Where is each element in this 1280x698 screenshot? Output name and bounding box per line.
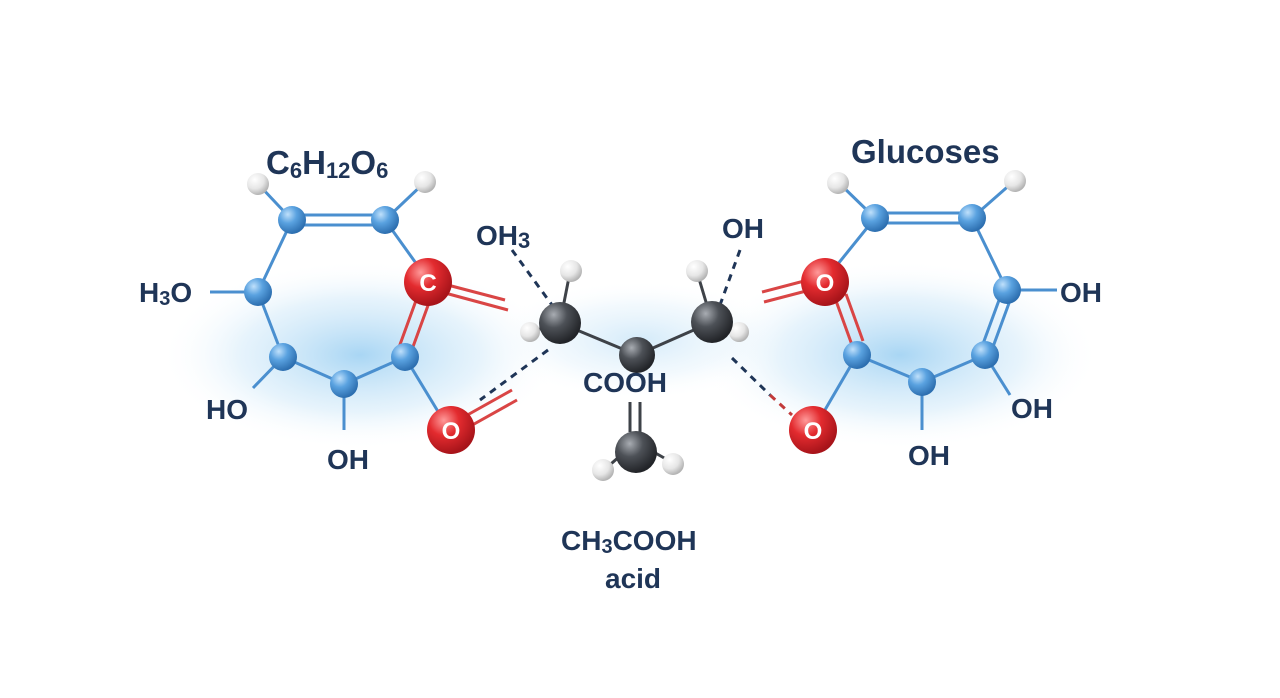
carbon-atom — [861, 204, 889, 232]
carbon-atom — [269, 343, 297, 371]
oh-right-2-label: OH — [1011, 393, 1053, 424]
center-carbons — [539, 301, 733, 473]
oh-right-3-label: OH — [908, 440, 950, 471]
carbon-atom — [371, 206, 399, 234]
hydrogen-atom — [592, 459, 614, 481]
carbon-atom — [330, 370, 358, 398]
hydrogen-atom — [520, 322, 540, 342]
acid-formula-label: CH3COOH — [561, 525, 697, 558]
carbon-atom — [993, 276, 1021, 304]
oh-right-1-label: OH — [1060, 277, 1102, 308]
carbon-atom-dark — [691, 301, 733, 343]
hydrogen-atom — [662, 453, 684, 475]
carbon-atom-dark — [619, 337, 655, 373]
hydrogen-atom — [1004, 170, 1026, 192]
carbon-atom-dark — [615, 431, 657, 473]
hydrogen-atom — [247, 173, 269, 195]
oxygen-atom — [801, 258, 849, 306]
carbon-atom — [244, 278, 272, 306]
carbon-atom — [971, 341, 999, 369]
hydrogen-atom — [414, 171, 436, 193]
oxygen-atom — [789, 406, 837, 454]
atom-label-o: O — [804, 418, 823, 445]
left-ring-carbons — [244, 206, 419, 398]
acid-word-label: acid — [605, 563, 661, 594]
oh-top-center-label: OH — [722, 213, 764, 244]
carbon-atom — [843, 341, 871, 369]
ho-left-label: HO — [206, 394, 248, 425]
glucoses-title: Glucoses — [851, 133, 1000, 170]
hydrogen-atoms — [247, 170, 1026, 481]
carbon-atom — [278, 206, 306, 234]
oxygen-atoms: C O O O — [404, 258, 849, 454]
hydrogen-atom — [729, 322, 749, 342]
carbon-atom — [958, 204, 986, 232]
formula-left-label: C6H12O6 — [266, 144, 388, 183]
hydrogen-atom — [827, 172, 849, 194]
hydrogen-bonds — [479, 249, 794, 417]
oh-left-bottom-label: OH — [327, 444, 369, 475]
carbonyl-carbon-atom — [404, 258, 452, 306]
carbon-atom — [391, 343, 419, 371]
atom-label-o: O — [816, 270, 835, 297]
left-glow — [160, 260, 560, 450]
hydrogen-atom — [560, 260, 582, 282]
oxygen-atom — [427, 406, 475, 454]
carbon-atom-dark — [539, 302, 581, 344]
oh3-label: OH3 — [476, 220, 530, 253]
hydrogen-atom — [686, 260, 708, 282]
atom-label-c: C — [419, 270, 436, 297]
carbon-atom — [908, 368, 936, 396]
h3o-label: H3O — [139, 277, 192, 310]
right-ring-carbons — [843, 204, 1021, 396]
cooh-label: COOH — [583, 367, 667, 398]
right-glow — [700, 260, 1100, 450]
atom-label-o: O — [442, 418, 461, 445]
